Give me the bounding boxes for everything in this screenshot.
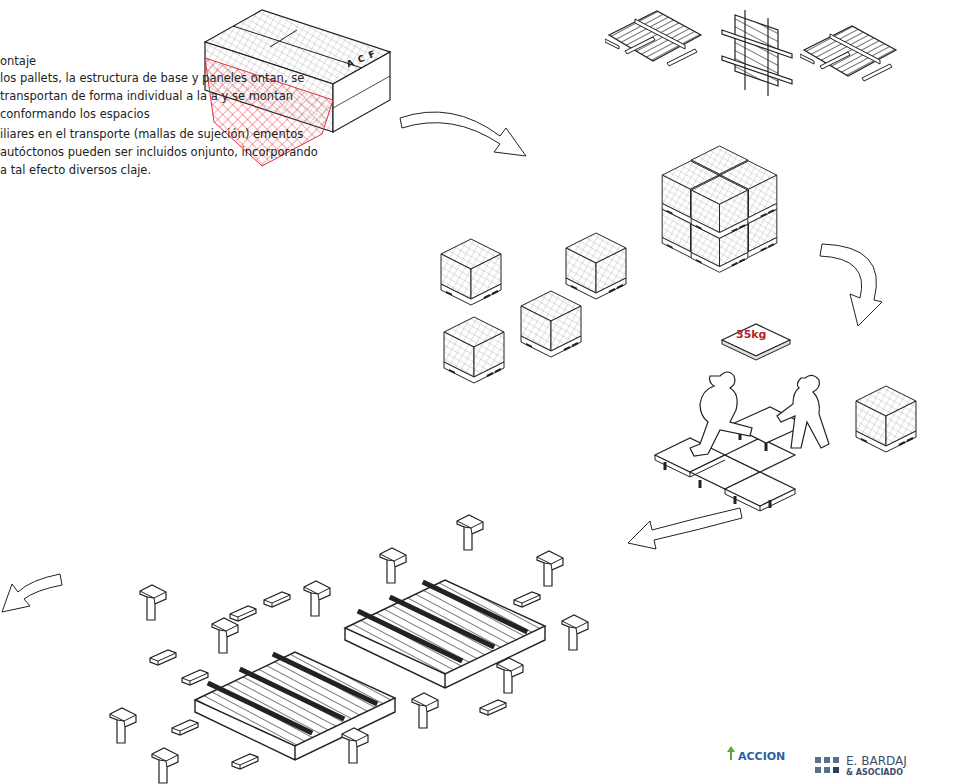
panel-runner (722, 10, 792, 96)
flow-arrow (820, 244, 882, 326)
pallet-cube (444, 317, 504, 383)
pallet-cube (521, 291, 581, 357)
logo-square (824, 757, 830, 763)
flow-arrow (628, 508, 742, 549)
pallet-panel (605, 11, 701, 66)
pallet-cube (441, 239, 501, 305)
logo-text: E. BARDAJ (846, 754, 964, 768)
spacer-block (480, 700, 506, 715)
corner-bracket (110, 708, 136, 743)
logo-square (833, 767, 839, 773)
corner-bracket (212, 618, 238, 653)
base-pallet (345, 580, 545, 674)
logo-icons (727, 746, 839, 773)
worker-figure (777, 375, 829, 448)
corner-bracket (457, 515, 483, 550)
spacer-block (172, 720, 198, 735)
flow-arrow (400, 112, 526, 156)
exploded-base (195, 580, 545, 760)
worker-figure (690, 372, 752, 456)
pallet-panel (800, 26, 896, 81)
corner-bracket (140, 585, 166, 620)
spacer-block (150, 650, 176, 665)
pallet-runner (210, 655, 375, 732)
pallet-runner (360, 583, 525, 660)
container-line (333, 76, 390, 108)
container (205, 10, 390, 166)
spacer-block (232, 754, 258, 769)
base-pallet-edge (345, 626, 545, 688)
spacer-block (514, 592, 540, 607)
floor-tile (722, 324, 790, 360)
logo-icon (727, 746, 735, 760)
logo-square (824, 767, 830, 773)
corner-bracket (412, 693, 438, 728)
description-text: iliares en el transporte (mallas de suje… (0, 125, 324, 179)
tile-top (722, 324, 790, 356)
logo-text: ACCION (738, 750, 818, 763)
corner-bracket (497, 658, 523, 693)
pallet-cube (691, 176, 748, 238)
spacer-block (182, 670, 208, 685)
logo-square (815, 757, 821, 763)
tile (725, 438, 795, 472)
corner-bracket (152, 748, 178, 783)
base-pallet-edge (195, 698, 395, 760)
section-heading: ontaje (0, 55, 120, 69)
flow-arrow (2, 574, 62, 612)
corner-bracket (562, 615, 588, 650)
logo-square (833, 757, 839, 763)
corner-bracket (380, 548, 406, 583)
blocks (150, 592, 540, 769)
base-pallet (195, 652, 395, 746)
standing-panel (722, 10, 792, 96)
brackets (110, 515, 588, 783)
pallet-cube (566, 233, 626, 299)
logo-text: & ASOCIADO (846, 768, 964, 778)
cube-stack (662, 146, 777, 272)
tile-edge (655, 455, 795, 511)
logo-square (815, 767, 821, 773)
tile-edge (722, 340, 790, 360)
description-text: los pallets, la estructura de base y pan… (0, 69, 324, 123)
tile-leg (665, 462, 770, 508)
pallet-cube (856, 386, 916, 452)
corner-bracket (537, 551, 563, 586)
corner-bracket (304, 581, 330, 616)
spacer-block (264, 592, 290, 607)
weight-label: 35kg (736, 328, 786, 341)
spacer-block (230, 606, 256, 621)
corner-bracket (342, 728, 368, 763)
